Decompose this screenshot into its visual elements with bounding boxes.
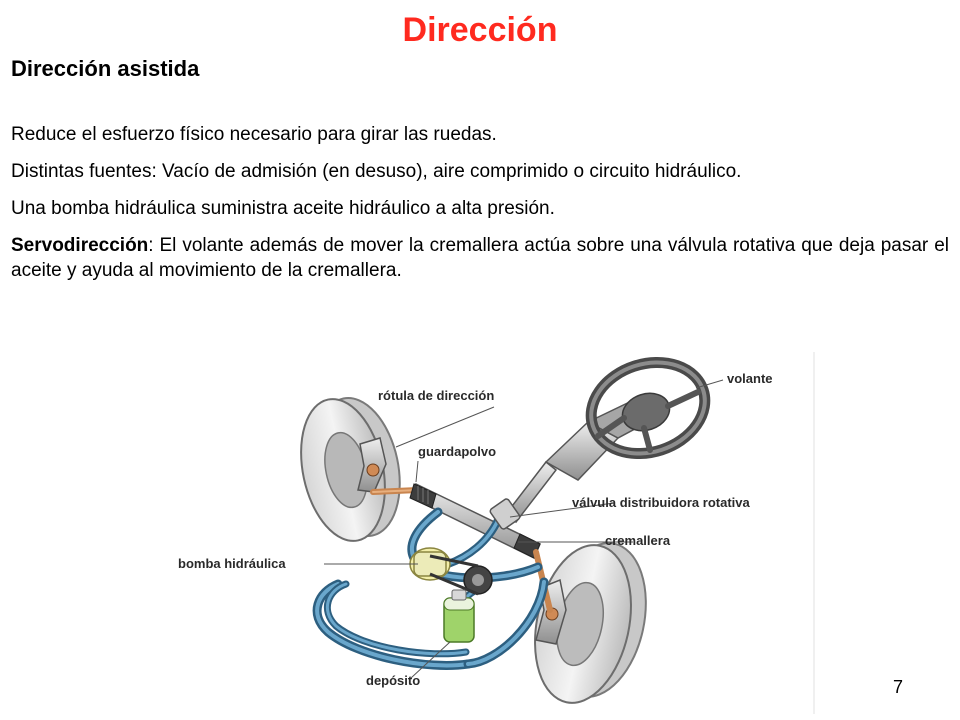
page-number: 7 (892, 677, 903, 697)
hydraulic-hoses (312, 507, 549, 670)
slide-title: Dirección (402, 11, 558, 49)
steering-wheel (585, 356, 711, 460)
fluid-reservoir (443, 589, 475, 643)
label-valvula: válvula distribuidora rotativa (572, 495, 750, 510)
servo-description: : El volante además de mover la cremalle… (11, 235, 949, 281)
body-text: Reduce el esfuerzo físico necesario para… (11, 122, 949, 295)
label-bomba: bomba hidráulica (178, 556, 286, 571)
left-wheel (300, 397, 401, 542)
paragraph-effort: Reduce el esfuerzo físico necesario para… (11, 124, 497, 145)
paragraph-servo: Servodirección: El volante además de mov… (11, 233, 949, 283)
label-rotula: rótula de dirección (378, 388, 494, 403)
label-cremallera: cremallera (605, 533, 671, 548)
leader-lines (324, 379, 724, 679)
servo-term: Servodirección (11, 235, 149, 256)
paragraph-sources: Distintas fuentes: Vacío de admisión (en… (11, 161, 742, 182)
section-subtitle: Dirección asistida (11, 56, 200, 81)
hydraulic-pump (409, 547, 493, 596)
power-steering-diagram: volante rótula de dirección guardapolvo … (178, 352, 815, 714)
label-volante: volante (727, 371, 773, 386)
paragraph-pump: Una bomba hidráulica suministra aceite h… (11, 198, 555, 219)
label-deposito: depósito (366, 673, 420, 688)
label-guardapolvo: guardapolvo (418, 444, 496, 459)
right-wheel (534, 542, 647, 704)
diagram-callouts: volante rótula de dirección guardapolvo … (178, 371, 773, 688)
